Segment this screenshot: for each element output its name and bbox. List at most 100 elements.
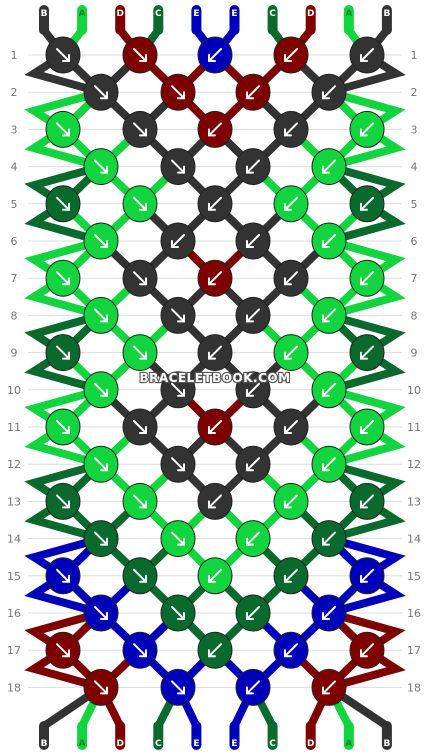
knot (235, 520, 271, 558)
knot (45, 557, 81, 595)
arrow-down-right-icon (94, 234, 108, 248)
row-number-left: 14 (7, 533, 21, 546)
string-label-bottom: A (345, 739, 352, 749)
arrow-down-left-icon (322, 159, 336, 174)
arrow-down-right-icon (94, 457, 108, 472)
knot (45, 631, 81, 669)
string-label-top: A (345, 9, 352, 19)
knot (349, 334, 385, 372)
knot (45, 482, 81, 520)
arrow-down-right-icon (171, 308, 185, 323)
knot (122, 557, 158, 595)
arrow-down-left-icon (208, 48, 222, 62)
arrow-down-right-icon (133, 643, 147, 658)
knot (197, 259, 233, 297)
arrow-down-right-icon (56, 196, 70, 211)
knot (160, 148, 196, 186)
arrow-down-right-icon (56, 48, 70, 62)
arrow-down-left-icon (284, 345, 298, 360)
arrow-down-right-icon (133, 494, 147, 509)
string-label-bottom: C (269, 739, 276, 749)
knot (83, 668, 119, 706)
arrow-down-left-icon (322, 85, 336, 100)
row-number-right: 7 (411, 272, 418, 285)
knot (311, 520, 347, 558)
knot (349, 185, 385, 223)
row-number-right: 8 (411, 309, 418, 322)
row-number-right: 2 (411, 86, 418, 99)
arrow-down-left-icon (246, 606, 260, 620)
arrow-down-left-icon (208, 122, 222, 137)
string-label-bottom: D (307, 739, 314, 749)
arrow-down-left-icon (322, 457, 336, 472)
knot (235, 594, 271, 632)
arrow-down-left-icon (284, 643, 298, 658)
arrow-down-left-icon (284, 271, 298, 286)
arrow-down-left-icon (208, 568, 222, 583)
row-number-left: 4 (11, 161, 18, 174)
knots (45, 36, 385, 706)
knot (83, 371, 119, 409)
string-label-bottom: E (193, 739, 199, 749)
arrow-down-right-icon (133, 48, 147, 62)
knot (235, 148, 271, 186)
arrow-down-left-icon (171, 234, 185, 248)
knot (311, 222, 347, 260)
arrow-down-left-icon (208, 643, 222, 658)
knot (45, 36, 81, 74)
arrow-down-right-icon (94, 606, 108, 620)
row-number-left: 12 (7, 458, 21, 471)
arrow-down-right-icon (171, 159, 185, 174)
knot (83, 296, 119, 334)
arrow-down-left-icon (284, 420, 298, 434)
knot (122, 631, 158, 669)
knot (160, 520, 196, 558)
knot (273, 185, 309, 223)
string-label-top: C (155, 9, 162, 19)
row-number-right: 10 (407, 384, 421, 397)
knot (273, 36, 309, 74)
arrow-down-right-icon (171, 606, 185, 620)
watermark-text: BRACELETBOOK.COM (139, 371, 290, 385)
arrow-down-right-icon (133, 122, 147, 137)
row-number-right: 15 (407, 570, 421, 583)
arrow-down-right-icon (171, 457, 185, 472)
knot (349, 259, 385, 297)
arrow-down-left-icon (284, 122, 298, 137)
knot (273, 334, 309, 372)
arrow-down-right-icon (133, 345, 147, 360)
row-number-left: 5 (11, 198, 18, 211)
knot (311, 594, 347, 632)
arrow-down-right-icon (171, 680, 185, 695)
knot (235, 371, 271, 409)
arrow-down-left-icon (246, 85, 260, 100)
arrow-down-left-icon (284, 48, 298, 62)
arrow-down-right-icon (56, 271, 70, 286)
string-label-top: E (193, 9, 199, 19)
arrow-down-left-icon (360, 48, 374, 62)
row-number-left: 16 (7, 607, 21, 620)
arrow-down-right-icon (171, 382, 185, 397)
knot (160, 371, 196, 409)
arrow-down-right-icon (56, 122, 70, 137)
knot (45, 110, 81, 148)
knot (160, 222, 196, 260)
string-label-top: C (269, 9, 276, 19)
knot (197, 482, 233, 520)
arrow-down-left-icon (360, 345, 374, 360)
arrow-down-left-icon (322, 308, 336, 323)
arrow-down-left-icon (246, 457, 260, 472)
arrow-down-left-icon (208, 420, 222, 434)
string-label-bottom: B (383, 739, 390, 749)
arrow-down-right-icon (133, 568, 147, 583)
arrow-down-left-icon (284, 494, 298, 509)
row-number-left: 17 (7, 644, 21, 657)
arrow-down-right-icon (56, 494, 70, 509)
row-number-left: 15 (7, 570, 21, 583)
row-number-right: 12 (407, 458, 421, 471)
row-number-right: 13 (407, 495, 421, 508)
row-number-right: 17 (407, 644, 421, 657)
knot (235, 445, 271, 483)
arrow-down-right-icon (133, 271, 147, 286)
knot (197, 408, 233, 446)
